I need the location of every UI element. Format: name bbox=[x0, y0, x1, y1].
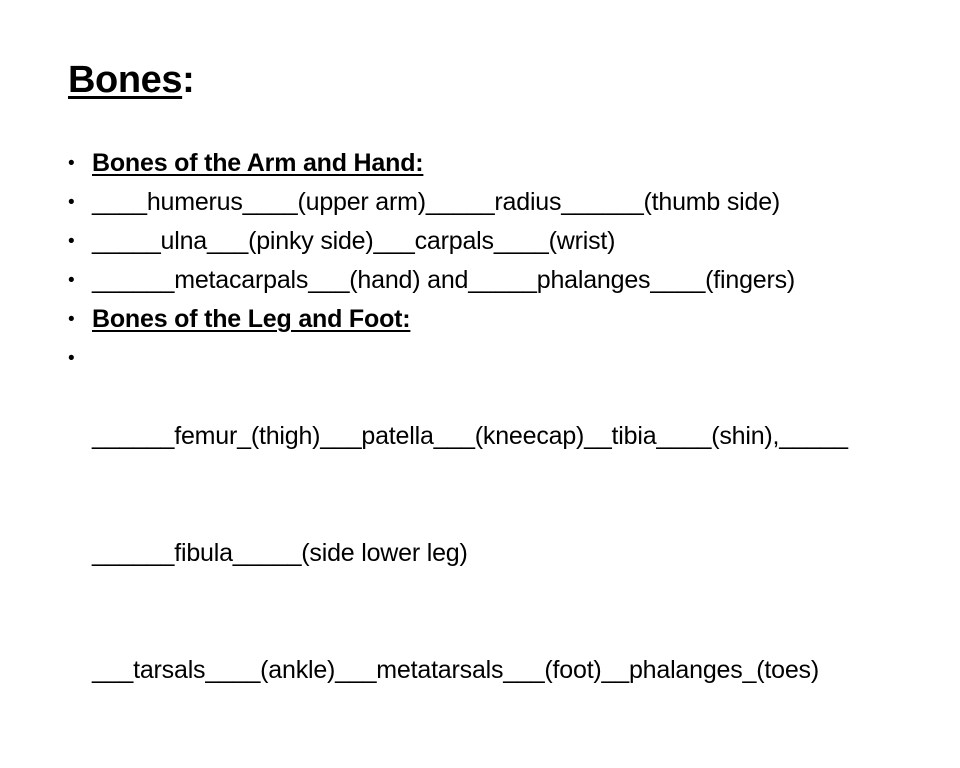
bullet-icon: • bbox=[68, 348, 75, 369]
page-title-colon: : bbox=[182, 59, 195, 101]
bullet-list: • Bones of the Arm and Hand: • ____humer… bbox=[68, 144, 934, 768]
list-item-label: ____humerus____(upper arm)_____radius___… bbox=[92, 188, 781, 216]
list-item-label-multiline: ______femur_(thigh)___patella___(kneecap… bbox=[92, 339, 934, 768]
page-title: Bones: bbox=[68, 57, 908, 103]
list-item-label: Bones of the Leg and Foot: bbox=[92, 305, 411, 333]
page-title-underlined: Bones bbox=[68, 59, 183, 101]
bullet-icon: • bbox=[68, 309, 75, 330]
list-item-leg-foot-header: • Bones of the Leg and Foot: bbox=[68, 300, 934, 339]
bullet-icon: • bbox=[68, 231, 75, 252]
bullet-icon: • bbox=[68, 153, 75, 174]
bullet-icon: • bbox=[68, 270, 75, 291]
list-item-arm-hand-header: • Bones of the Arm and Hand: bbox=[68, 144, 934, 183]
bullet-icon: • bbox=[68, 192, 75, 213]
list-item-label-line-1: ______femur_(thigh)___patella___(kneecap… bbox=[92, 422, 848, 450]
list-item-label: _____ulna___(pinky side)___carpals____(w… bbox=[92, 227, 616, 255]
list-item-leg-foot-blanks: • ______femur_(thigh)___patella___(kneec… bbox=[68, 339, 934, 768]
list-item-label-line-3: ___tarsals____(ankle)___metatarsals___(f… bbox=[92, 656, 819, 684]
list-item-humerus-radius: • ____humerus____(upper arm)_____radius_… bbox=[68, 183, 934, 222]
title-block: Bones: bbox=[68, 57, 908, 103]
list-item-label: ______metacarpals___(hand) and_____phala… bbox=[92, 266, 796, 294]
slide-canvas: Bones: • Bones of the Arm and Hand: • __… bbox=[68, 57, 908, 684]
list-item-ulna-carpals: • _____ulna___(pinky side)___carpals____… bbox=[68, 222, 934, 261]
list-item-metacarpals-phalanges: • ______metacarpals___(hand) and_____pha… bbox=[68, 261, 934, 300]
list-item-label: Bones of the Arm and Hand: bbox=[92, 149, 424, 177]
